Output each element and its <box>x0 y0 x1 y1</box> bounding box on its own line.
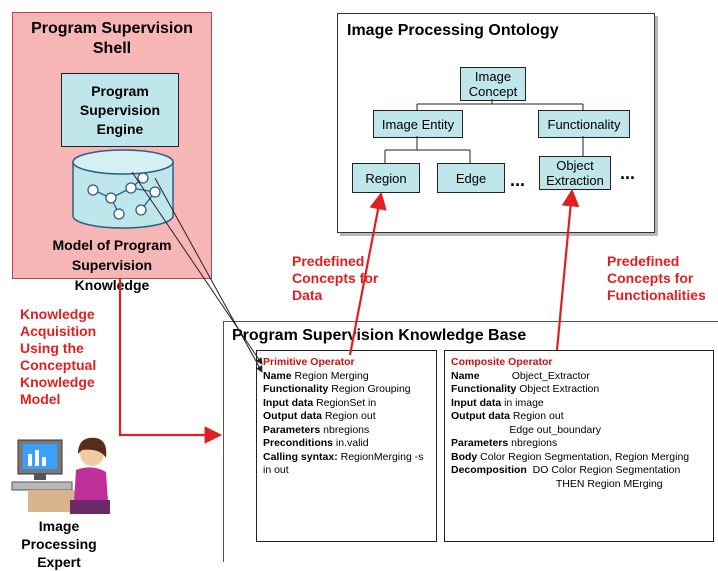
knowledge-base-title: Program Supervision Knowledge Base <box>232 327 527 344</box>
composite-operator-header: Composite Operator <box>451 356 553 368</box>
arrow-knowledge-acquisition <box>118 278 223 444</box>
model-label: Model of Program Supervision Knowledge <box>52 237 172 293</box>
node-edge: Edge <box>437 163 505 193</box>
arrow-data-concepts <box>348 191 387 356</box>
node-image-entity: Image Entity <box>373 110 463 138</box>
ellipsis-entity: ... <box>510 170 526 190</box>
program-supervision-engine: Program Supervision Engine <box>61 73 179 147</box>
predefined-functionalities-label: Predefined Concepts for Functionalities <box>607 253 706 303</box>
primitive-operator-box: Primitive Operator Name Region Merging F… <box>256 350 437 542</box>
composite-operator-box: Composite Operator Name Object_Extractor… <box>444 350 714 542</box>
shell-title: Program Supervision Shell <box>31 20 193 57</box>
knowledge-acquisition-label: Knowledge Acquisition Using the Conceptu… <box>20 306 97 407</box>
connector-overlay <box>118 99 584 444</box>
image-processing-expert-illustration <box>11 437 110 514</box>
link-model-to-primitive-1 <box>131 171 263 365</box>
arrow-functionality-concepts <box>555 188 580 351</box>
ellipsis-functionality: ... <box>620 163 636 183</box>
predefined-data-label: Predefined Concepts for Data <box>292 253 379 303</box>
database-icon <box>72 149 174 229</box>
program-supervision-shell: Program Supervision Shell Program Superv… <box>12 12 212 293</box>
link-model-to-primitive-2 <box>154 177 263 373</box>
node-image-concept: Image Concept <box>460 67 526 101</box>
primitive-operator-header: Primitive Operator <box>263 356 355 368</box>
ontology-title: Image Processing Ontology <box>347 22 559 39</box>
node-functionality: Functionality <box>538 110 630 138</box>
